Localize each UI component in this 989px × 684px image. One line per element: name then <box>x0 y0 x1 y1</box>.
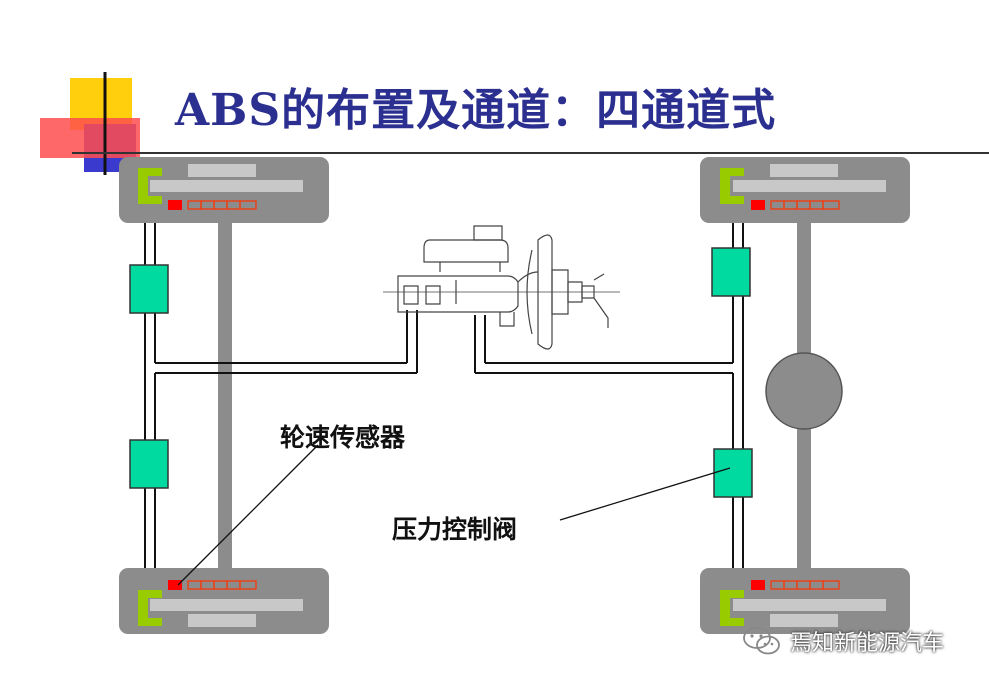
axles <box>218 220 843 575</box>
watermark-text: 焉知新能源汽车 <box>790 631 945 656</box>
valve-front-left <box>129 264 169 314</box>
wechat-icon <box>743 627 780 655</box>
wheel-speed-sensor <box>751 580 765 590</box>
valve-rear-left <box>129 439 169 489</box>
wheel-rear-right <box>700 568 910 634</box>
wheel-front-right <box>700 157 910 223</box>
wheel-front-left <box>119 157 329 223</box>
slide-title: ABS的布置及通道：四通道式 <box>175 85 777 136</box>
wheel-rear-left <box>119 568 329 634</box>
leader-lines <box>177 444 731 586</box>
differential <box>765 352 843 430</box>
corner-decoration <box>40 72 989 175</box>
wheel-speed-sensor <box>168 580 182 590</box>
watermark: 焉知新能源汽车 <box>742 624 944 658</box>
wheel-speed-sensor <box>751 200 765 210</box>
valve-front-right <box>711 247 751 297</box>
pressure-control-valve-label: 压力控制阀 <box>392 515 518 544</box>
pressure-control-valves <box>129 247 753 498</box>
master-cylinder-booster <box>383 225 620 350</box>
valve-rear-right <box>713 448 753 498</box>
wheel-speed-sensor-label: 轮速传感器 <box>280 423 406 452</box>
wheel-speed-sensor <box>168 200 182 210</box>
